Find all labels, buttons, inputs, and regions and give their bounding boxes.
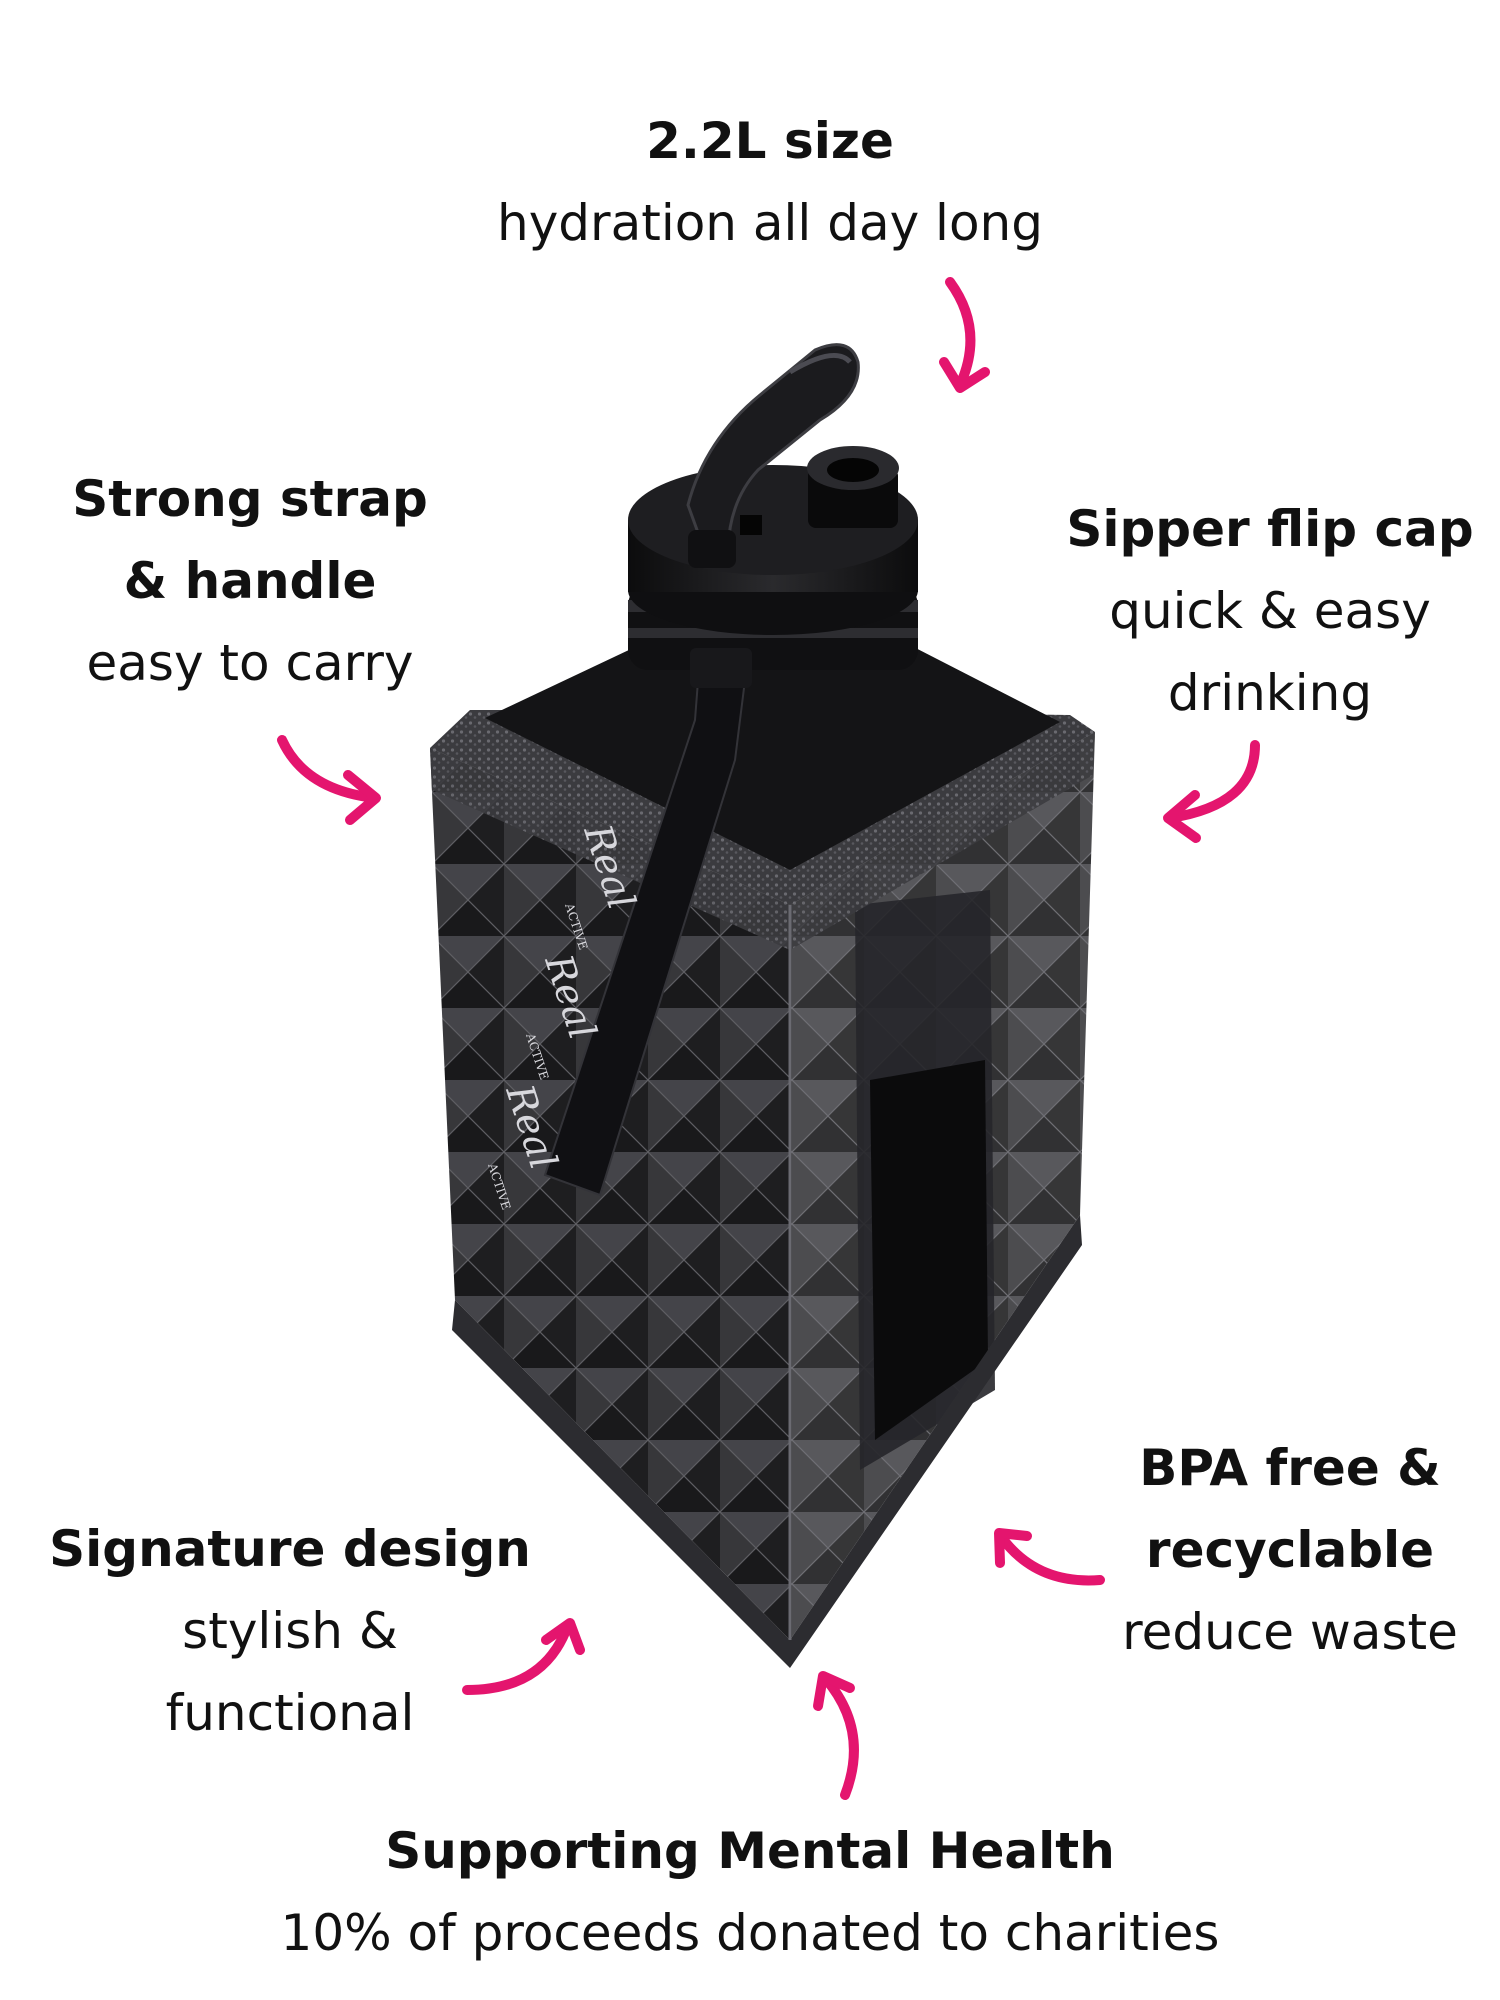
arrow-strap — [277, 735, 381, 825]
size-subtitle: hydration all day long — [497, 194, 1043, 252]
bpa-subtitle: reduce waste — [1122, 1603, 1458, 1661]
strap-subtitle: easy to carry — [86, 634, 414, 692]
callout-health: Supporting Mental Health 10% of proceeds… — [200, 1810, 1300, 1974]
strap-title-line2: & handle — [123, 552, 377, 610]
arrow-cap — [1163, 740, 1260, 843]
arrow-bpa — [994, 1528, 1105, 1586]
design-subtitle-line1: stylish & — [182, 1602, 398, 1660]
strap-title-line1: Strong strap — [72, 470, 428, 528]
design-subtitle-line2: functional — [165, 1684, 415, 1742]
bottle-body — [430, 640, 1095, 1668]
size-title: 2.2L size — [646, 112, 894, 170]
callout-cap: Sipper flip cap quick & easy drinking — [1040, 488, 1500, 734]
cap-title: Sipper flip cap — [1066, 500, 1474, 558]
health-title: Supporting Mental Health — [385, 1822, 1115, 1880]
arrow-size — [939, 277, 990, 393]
cap-subtitle-line2: drinking — [1167, 664, 1373, 722]
bpa-title-line2: recyclable — [1145, 1521, 1435, 1579]
callout-design: Signature design stylish & functional — [20, 1508, 560, 1754]
bpa-title-line1: BPA free & — [1139, 1439, 1441, 1497]
flip-cap — [628, 343, 918, 670]
callout-strap: Strong strap & handle easy to carry — [30, 458, 470, 704]
arrow-health — [813, 1671, 859, 1800]
design-title: Signature design — [49, 1520, 531, 1578]
cap-subtitle-line1: quick & easy — [1109, 582, 1431, 640]
health-subtitle: 10% of proceeds donated to charities — [280, 1904, 1220, 1962]
arrow-design — [462, 1618, 585, 1695]
callout-bpa: BPA free & recyclable reduce waste — [1080, 1427, 1500, 1673]
callout-size: 2.2L size hydration all day long — [430, 100, 1110, 264]
